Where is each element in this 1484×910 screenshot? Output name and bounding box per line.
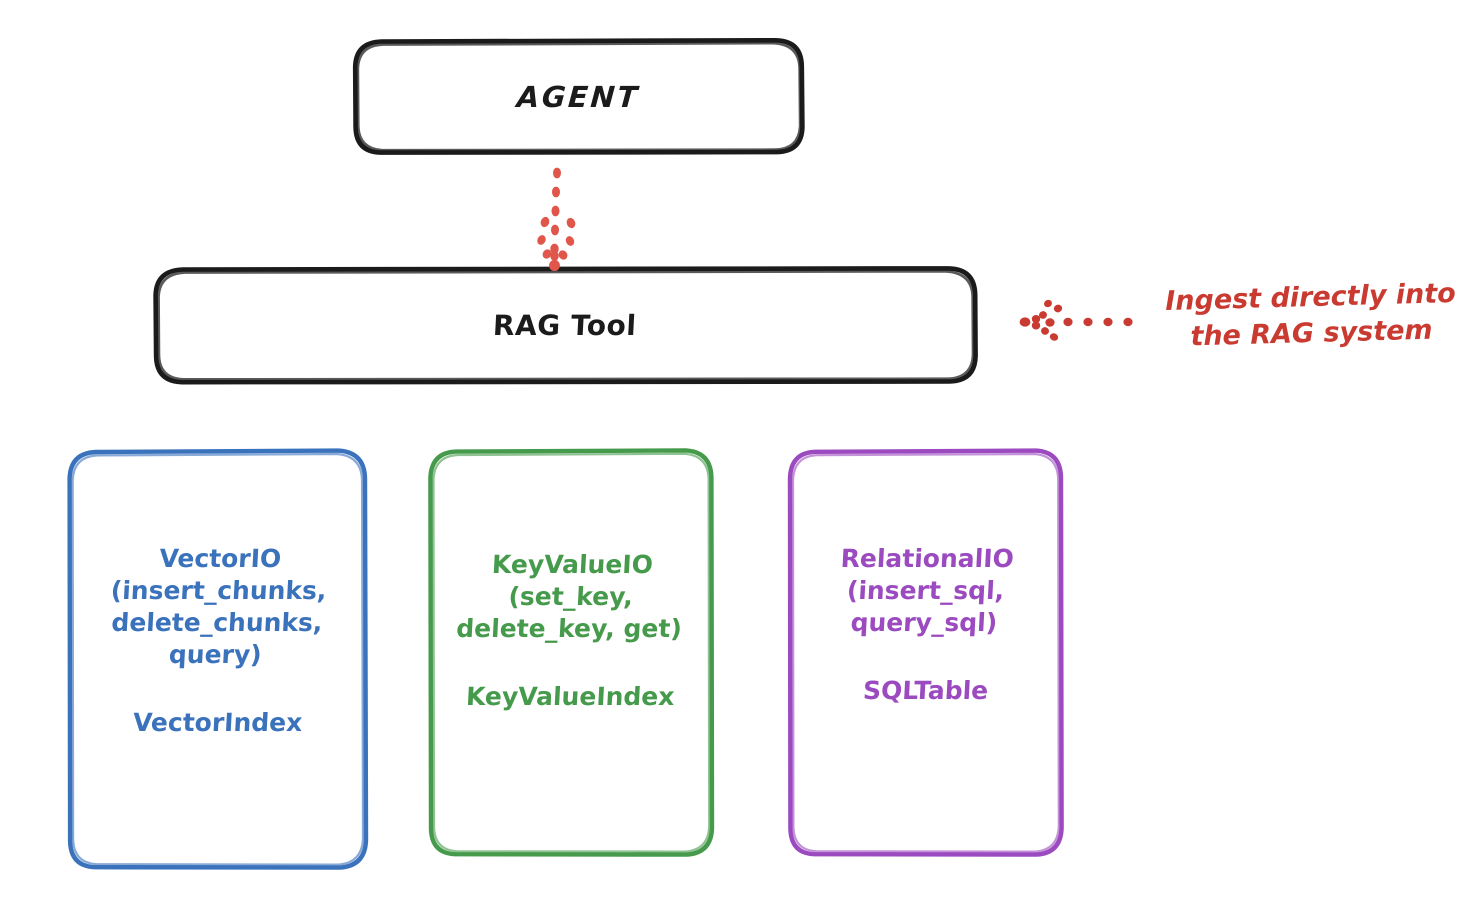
relational-io-api-label: RelationalIO (insert_sql, query_sql) <box>839 543 1015 637</box>
vector-io-node[interactable]: VectorIO (insert_chunks, delete_chunks, … <box>70 450 366 868</box>
agent-box-outline <box>352 38 805 155</box>
agent-to-rag-arrow <box>537 167 576 272</box>
rag-tool-label: RAG Tool <box>492 308 638 342</box>
vector-io-api-label: VectorIO (insert_chunks, delete_chunks, … <box>110 544 328 669</box>
sql-table-label: SQLTable <box>862 675 989 705</box>
ingest-annotation-text: Ingest directly into the RAG system <box>1164 277 1457 352</box>
relational-io-node[interactable]: RelationalIO (insert_sql, query_sql) SQL… <box>790 450 1061 855</box>
key-value-io-node[interactable]: KeyValueIO (set_key, delete_key, get) Ke… <box>430 450 711 855</box>
key-value-io-box-outline <box>428 448 715 857</box>
agent-node[interactable]: AGENT <box>355 40 802 153</box>
vector-io-content: VectorIO (insert_chunks, delete_chunks, … <box>110 543 328 739</box>
ingest-to-rag-arrow <box>1019 299 1133 341</box>
vector-index-label: VectorIndex <box>132 708 304 737</box>
agent-label: AGENT <box>515 79 641 114</box>
relational-io-content: RelationalIO (insert_sql, query_sql) SQL… <box>839 543 1015 707</box>
rag-tool-node[interactable]: RAG Tool <box>155 268 975 382</box>
rag-tool-box-outline <box>153 266 978 385</box>
relational-io-box-outline <box>787 448 1064 857</box>
key-value-io-api-label: KeyValueIO (set_key, delete_key, get) <box>455 549 683 643</box>
key-value-io-content: KeyValueIO (set_key, delete_key, get) Ke… <box>455 549 683 713</box>
key-value-index-label: KeyValueIndex <box>465 681 676 711</box>
vector-io-box-outline <box>67 448 369 870</box>
